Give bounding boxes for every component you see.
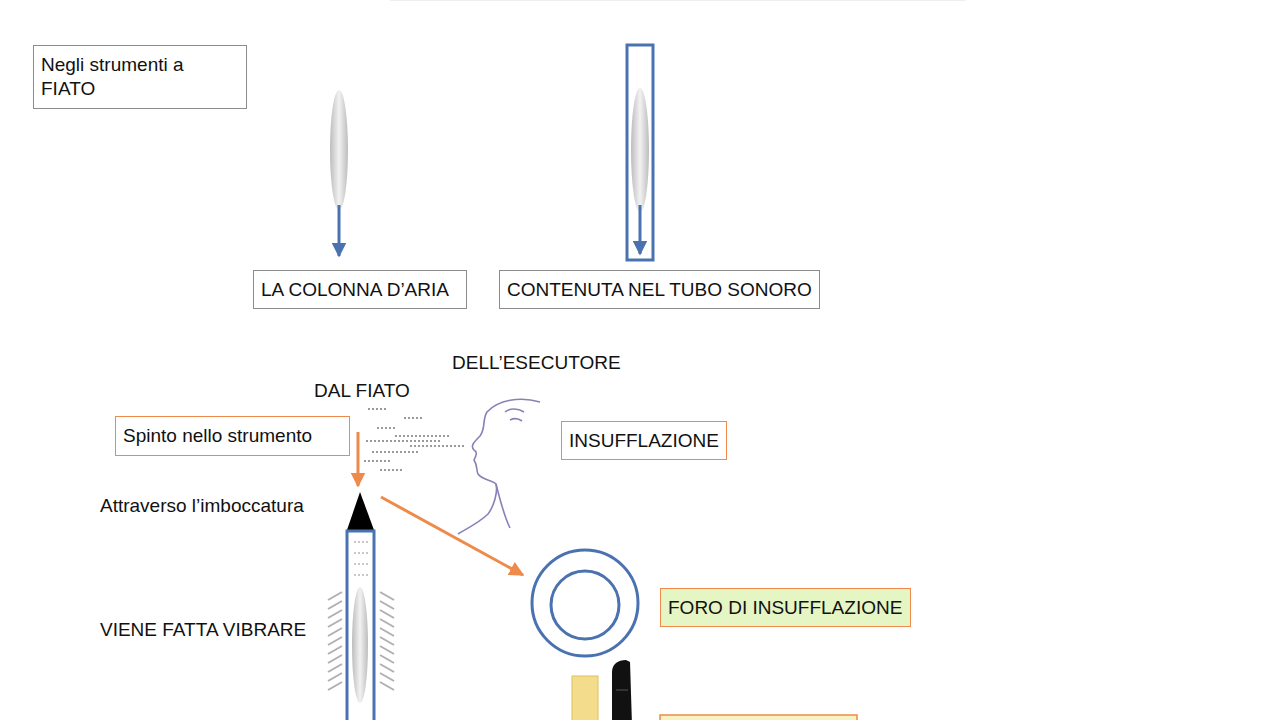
air-column xyxy=(352,587,368,703)
vibration-line xyxy=(328,610,342,618)
caption-text: Attraverso l’imboccatura xyxy=(100,495,304,518)
vibration-line xyxy=(328,637,342,645)
arrow xyxy=(381,497,523,575)
box-text: INSUFFLAZIONE xyxy=(569,429,719,453)
box-text: Spinto nello strumento xyxy=(123,424,312,448)
arrow xyxy=(357,432,360,486)
vibration-lines xyxy=(328,592,394,690)
caption-text: DELL’ESECUTORE xyxy=(452,352,621,375)
sound-tube xyxy=(627,45,653,260)
concept-box: CONTENUTA NEL TUBO SONORO xyxy=(499,270,820,309)
caption-text: DAL FIATO xyxy=(314,380,410,403)
concept-box: FORO DI INSUFFLAZIONE xyxy=(660,588,911,627)
top-rule xyxy=(390,0,965,1)
cut-box xyxy=(660,715,857,720)
box-text: Negli strumenti a FIATO xyxy=(41,53,239,101)
vibration-line xyxy=(380,628,394,636)
vibration-line xyxy=(328,682,342,690)
insufflation-hole xyxy=(532,550,638,656)
vibration-line xyxy=(328,628,342,636)
vibration-line xyxy=(328,664,342,672)
vibration-line xyxy=(380,664,394,672)
title-box: Negli strumenti a FIATO xyxy=(33,45,247,109)
concept-box: Spinto nello strumento xyxy=(115,416,350,456)
vibration-line xyxy=(328,619,342,627)
concept-box: LA COLONNA D’ARIA xyxy=(253,270,467,309)
air xyxy=(354,542,368,575)
box-text: LA COLONNA D’ARIA xyxy=(261,278,449,302)
vibration-line xyxy=(380,655,394,663)
vibration-line xyxy=(380,637,394,645)
vibration-line xyxy=(328,646,342,654)
vibration-line xyxy=(380,619,394,627)
vibration-line xyxy=(380,610,394,618)
vibration-line xyxy=(328,601,342,609)
box-text: FORO DI INSUFFLAZIONE xyxy=(668,596,902,620)
vibration-line xyxy=(328,655,342,663)
mouthpiece xyxy=(347,492,374,530)
vibration-line xyxy=(328,592,342,600)
reed xyxy=(572,676,598,720)
concept-box: INSUFFLAZIONE xyxy=(561,421,727,460)
arrow xyxy=(639,205,642,254)
clarinet-mouthpiece xyxy=(616,690,628,691)
breath xyxy=(364,409,466,470)
vibration-line xyxy=(380,673,394,681)
box-text: CONTENUTA NEL TUBO SONORO xyxy=(507,278,812,302)
arrow xyxy=(338,205,341,256)
vibration-line xyxy=(380,646,394,654)
vibration-line xyxy=(380,601,394,609)
insufflation-hole xyxy=(551,571,619,639)
air-column xyxy=(330,90,348,210)
air-column xyxy=(631,88,649,212)
face-profile xyxy=(458,399,540,534)
caption-text: VIENE FATTA VIBRARE xyxy=(100,619,306,642)
vibration-line xyxy=(380,592,394,600)
vibration-line xyxy=(380,682,394,690)
vibration-line xyxy=(328,673,342,681)
clarinet-mouthpiece xyxy=(612,660,632,720)
sound-tube xyxy=(347,531,374,720)
